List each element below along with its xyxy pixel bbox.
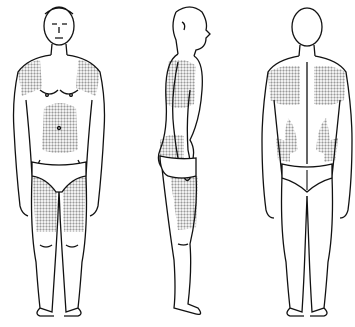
front-figure	[14, 7, 105, 316]
front-outline	[14, 7, 105, 316]
side-shaded-shoulder	[166, 60, 196, 108]
side-figure	[158, 7, 210, 314]
back-outline	[262, 8, 352, 316]
back-figure	[262, 8, 352, 316]
side-underwear	[160, 156, 196, 178]
front-shaded-shoulders	[18, 60, 100, 96]
